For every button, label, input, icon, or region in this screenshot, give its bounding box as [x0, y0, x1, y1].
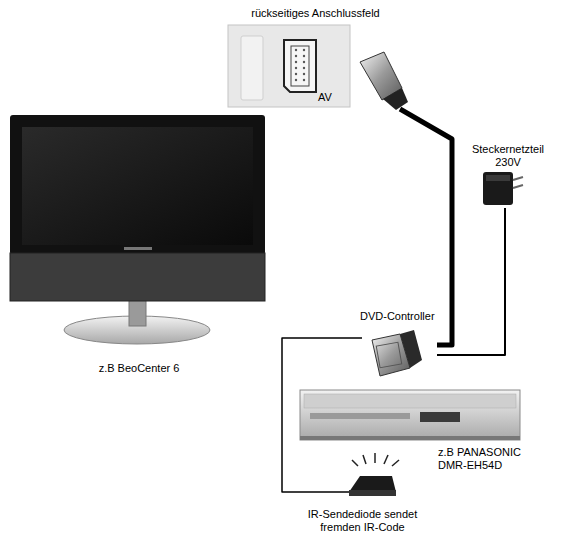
- scart-cable: [400, 109, 452, 345]
- tv-set: z.B BeoCenter 6: [8, 112, 270, 380]
- power-wire: [437, 208, 505, 355]
- dvd-recorder: z.B PANASONIC DMR-EH54D: [298, 386, 548, 476]
- tv-illustration: [10, 115, 265, 344]
- dvd-recorder-drawing: [300, 390, 520, 440]
- power-supply: Steckernetzteil 230V: [468, 140, 558, 208]
- ir-wire: [282, 338, 362, 492]
- connector-panel-drawing: [228, 25, 350, 107]
- controller-plug: [372, 330, 422, 376]
- device-label: IR-Sendediode sendet fremden IR-Code: [300, 508, 425, 534]
- ir-diode: IR-Sendediode sendet fremden IR-Code: [300, 455, 430, 539]
- device-label: Steckernetzteil 230V: [468, 143, 548, 169]
- power-supply-drawing: [483, 172, 523, 205]
- device-label: DVD-Controller: [360, 310, 440, 323]
- device-label: z.B PANASONIC DMR-EH54D: [438, 446, 543, 472]
- dvd-controller: DVD-Controller: [362, 310, 437, 376]
- connector-panel: rückseitiges AnschlussfeldAV: [228, 5, 418, 109]
- panel-title: rückseitiges Anschlussfeld: [228, 7, 403, 20]
- scart-plug: [360, 52, 408, 110]
- device-label: z.B BeoCenter 6: [8, 362, 270, 375]
- socket-label: AV: [318, 91, 348, 104]
- ir-diode-drawing: [300, 453, 399, 496]
